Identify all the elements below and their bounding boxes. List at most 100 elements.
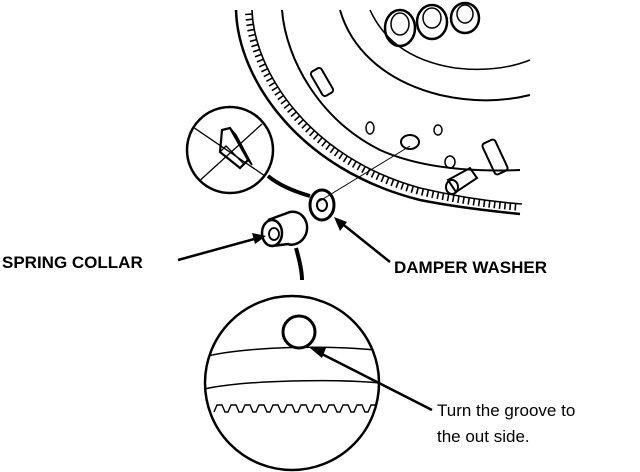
- gear-tooth: [312, 133, 319, 140]
- gear-tooth: [321, 140, 327, 147]
- flywheel-hole: [444, 155, 456, 169]
- gear-tooth: [274, 90, 282, 96]
- gear-tooth: [305, 126, 312, 133]
- gear-tooth: [356, 163, 362, 171]
- flywheel-hole: [400, 134, 420, 150]
- gear-tooth: [249, 38, 257, 43]
- spring-collar-leader: [177, 233, 266, 262]
- gear-tooth: [503, 202, 507, 210]
- flywheel-slot: [309, 66, 335, 98]
- gear-tooth: [410, 185, 415, 194]
- gear-tooth: [325, 143, 331, 151]
- gear-tooth: [351, 161, 357, 168]
- dowel-pin: [445, 166, 479, 195]
- gear-tooth: [301, 122, 308, 129]
- washer-detail-inset: [185, 105, 311, 198]
- flywheel-outer-rim: [234, 9, 521, 216]
- gear-tooth: [415, 187, 420, 195]
- damper-washer: [308, 188, 336, 222]
- gear-tooth: [297, 119, 304, 126]
- gear-tooth: [385, 177, 390, 185]
- alignment-line: [317, 145, 411, 203]
- hub-bolt: [415, 3, 449, 41]
- gear-tooth: [395, 180, 400, 189]
- gear-tooth: [294, 115, 301, 122]
- gear-tooth: [254, 53, 262, 58]
- gear-tooth: [390, 179, 395, 187]
- flywheel-slot: [481, 138, 509, 176]
- flywheel-hole: [365, 121, 375, 135]
- gear-tooth: [329, 146, 336, 154]
- gear-tooth: [488, 200, 491, 208]
- flywheel-inner-rim: [281, 9, 521, 172]
- gear-tooth: [277, 94, 285, 101]
- gear-tooth: [261, 67, 269, 73]
- gear-tooth: [248, 33, 256, 37]
- gear-tooth: [420, 188, 425, 196]
- gear-tooth: [375, 173, 380, 181]
- gear-tooth: [361, 166, 366, 174]
- gear-tooth: [446, 193, 450, 202]
- hub-bolt: [383, 8, 417, 48]
- groove-mark: [281, 314, 317, 350]
- gear-tooth: [441, 192, 445, 201]
- gear-tooth: [268, 81, 276, 87]
- flywheel-ring-gear: [251, 9, 523, 205]
- gear-tooth: [287, 107, 294, 114]
- spring-collar: [260, 210, 309, 248]
- gear-tooth: [265, 77, 273, 83]
- gear-tooth: [380, 175, 385, 183]
- hub-bolt: [449, 1, 481, 35]
- gear-tooth: [467, 197, 471, 205]
- gear-tooth: [246, 23, 254, 27]
- gear-tooth: [477, 199, 481, 207]
- gear-tooth: [493, 201, 496, 209]
- gear-tooth: [400, 182, 405, 190]
- gear-tooth: [498, 201, 501, 209]
- groove-note-line1: Turn the groove to: [437, 401, 575, 420]
- gear-tooth: [431, 190, 435, 199]
- gear-tooth: [509, 202, 512, 211]
- damper-washer-leader: [334, 217, 391, 263]
- gear-tooth: [251, 43, 259, 48]
- gear-tooth: [333, 149, 340, 157]
- gear-tooth: [365, 168, 371, 176]
- gear-tooth: [405, 184, 410, 192]
- gear-tooth: [280, 99, 288, 105]
- gear-tooth: [252, 48, 260, 53]
- damper-washer-label: DAMPER WASHER: [394, 258, 547, 277]
- gear-tooth: [245, 18, 253, 21]
- gear-tooth: [283, 103, 291, 109]
- gear-tooth: [256, 58, 264, 63]
- groove-note-line2: the out side.: [437, 427, 530, 446]
- gear-tooth: [347, 158, 353, 166]
- gear-tooth: [290, 111, 297, 118]
- groove-leader: [310, 348, 433, 412]
- gear-tooth: [263, 72, 271, 78]
- gear-tooth: [514, 203, 517, 211]
- flywheel-hub-ring-inner: [369, 9, 531, 71]
- gear-tooth: [338, 152, 344, 160]
- gear-tooth: [258, 63, 266, 68]
- flywheel-hub-ring: [339, 9, 531, 102]
- gear-tooth: [436, 191, 440, 200]
- gear-tooth: [370, 170, 376, 178]
- gear-tooth: [426, 189, 430, 197]
- spring-collar-label: SPRING COLLAR: [2, 253, 143, 272]
- gear-tooth: [247, 28, 255, 32]
- gear-tooth: [451, 194, 455, 203]
- gear-tooth: [342, 155, 348, 163]
- gear-tooth: [482, 199, 486, 208]
- gear-tooth: [271, 86, 279, 92]
- gear-tooth: [472, 198, 476, 206]
- magnified-detail-circle: [203, 247, 381, 472]
- flywheel-hole: [433, 124, 443, 136]
- flywheel: [234, 1, 531, 216]
- magnified-gear-teeth: [213, 404, 379, 413]
- gear-tooth: [457, 195, 460, 204]
- gear-tooth: [317, 137, 323, 144]
- gear-tooth: [309, 130, 315, 137]
- ring-gear-teeth: [245, 13, 517, 211]
